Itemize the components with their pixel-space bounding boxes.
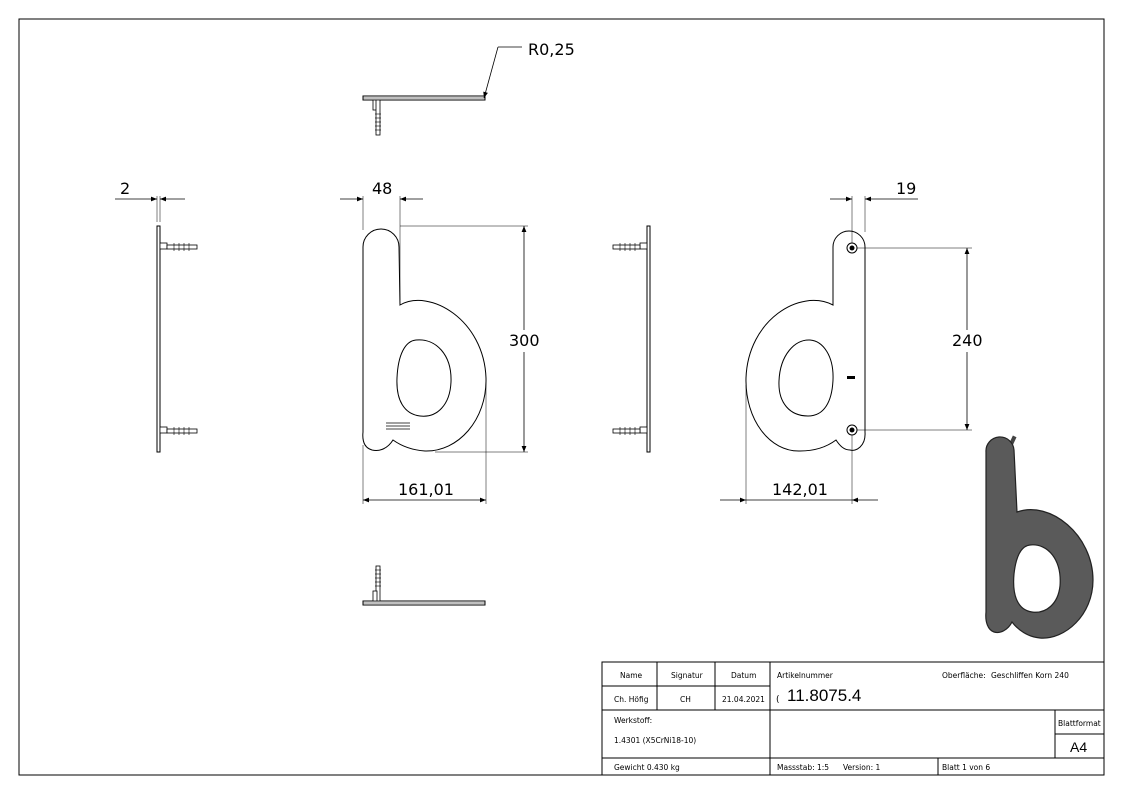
front-view-letter-b: 48 300 161,01 [340, 179, 540, 504]
name-header: Name [620, 671, 643, 680]
material-value: 1.4301 (X5CrNi18-10) [614, 736, 696, 745]
weight-value: Gewicht 0.430 kg [614, 763, 680, 772]
left-view-screw-lower [159, 426, 198, 435]
top-view-screw [372, 99, 381, 136]
signature-value: CH [680, 695, 691, 704]
bottom-view-screw [372, 565, 381, 602]
date-header: Datum [731, 671, 756, 680]
letter-d-counter [778, 339, 834, 417]
article-label: Artikelnummer [777, 671, 834, 680]
top-view: R0,25 [362, 40, 575, 136]
right-view-screw-upper [612, 242, 648, 251]
surface-label: Oberfläche: [942, 671, 986, 680]
version-value: Version: 1 [843, 763, 880, 772]
width-b-dimension-label: 161,01 [398, 480, 454, 499]
right-side-view [612, 225, 651, 453]
right-view-screw-lower [612, 426, 648, 435]
drawing-frame [18, 18, 1105, 776]
height-dimension-label: 300 [509, 331, 540, 350]
left-side-view: 2 [115, 179, 198, 453]
format-label: Blattformat [1058, 719, 1101, 728]
format-value: A4 [1070, 739, 1087, 755]
letter-b-counter [396, 339, 452, 417]
right-offset-dimension-label: 19 [896, 179, 916, 198]
left-view-screw-upper [159, 242, 198, 251]
width-d-dimension-label: 142,01 [772, 480, 828, 499]
letter-d-outline [745, 230, 866, 452]
signature-header: Signatur [671, 671, 704, 680]
material-label: Werkstoff: [614, 716, 652, 725]
rear-view-letter-d: 19 240 142,01 [720, 179, 983, 504]
letter-d-mark [847, 376, 855, 379]
scale-value: Massstab: 1:5 [777, 763, 829, 772]
article-prefix: ( [776, 695, 780, 705]
hole-spacing-dimension-label: 240 [952, 331, 983, 350]
title-block-text: Name Signatur Datum Ch. Höfig CH 21.04.2… [614, 671, 1101, 772]
date-value: 21.04.2021 [722, 695, 765, 704]
radius-dimension-label: R0,25 [528, 40, 575, 59]
letter-b-engraving-lines [386, 422, 410, 430]
bottom-view [362, 565, 486, 606]
title-block [601, 661, 1105, 776]
name-value: Ch. Höfig [614, 695, 649, 704]
surface-value: Geschliffen Korn 240 [991, 671, 1069, 680]
left-offset-dimension-label: 48 [372, 179, 392, 198]
sheet-value: Blatt 1 von 6 [942, 763, 990, 772]
thickness-dimension-label: 2 [120, 179, 130, 198]
article-number: 11.8075.4 [787, 686, 861, 705]
isometric-preview-b [985, 435, 1094, 639]
